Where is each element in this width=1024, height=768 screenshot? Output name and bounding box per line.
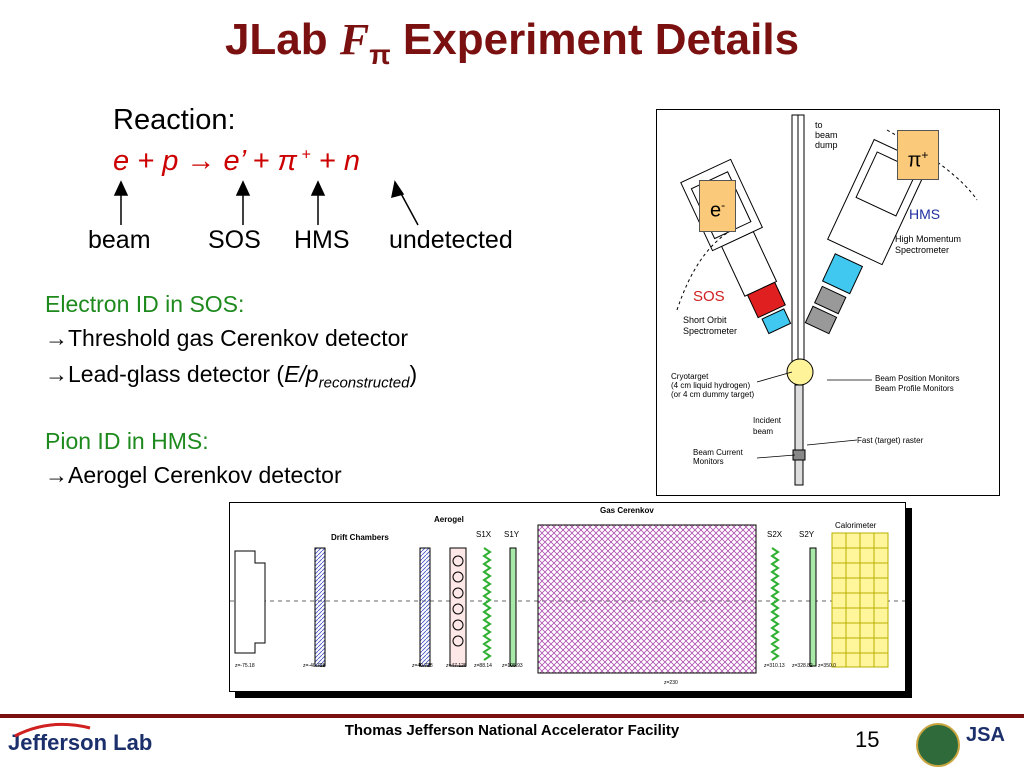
z-label: z=-75.18 [235,663,255,669]
z-label: z=328.82 [792,663,813,669]
sos-label: SOS [693,288,725,305]
label-undetected: undetected [389,226,513,254]
jsa-logo: JSA [966,724,1005,746]
pi-subscript: π [369,38,391,70]
z-label: z=310.13 [764,663,785,669]
doe-seal-icon [916,723,960,767]
electron-id-heading: Electron ID in SOS: [45,291,245,317]
s1x-label: S1X [476,530,492,539]
pion-id-heading: Pion ID in HMS: [45,428,209,454]
label-beam: beam [88,226,151,254]
electron-id-item-1: →Threshold gas Cerenkov detector [45,325,409,351]
hms-label: HMS [909,206,941,222]
z-label: z=40.728 [412,663,433,669]
s2y-label: S2Y [799,530,815,539]
detector-drawing [230,524,905,674]
page-title: JLab Fπ Experiment Details [224,15,800,70]
z-label: z=105.93 [502,663,523,669]
aerogel-label: Aerogel [434,515,464,524]
page-number: 15 [855,727,880,752]
label-sos: SOS [208,226,261,254]
footer-facility: Thomas Jefferson National Accelerator Fa… [344,722,680,739]
detector-stack-diagram: Gas Cerenkov Aerogel Drift Chambers S1X … [229,502,906,692]
z-label: z=88.14 [474,663,492,669]
cryotarget-label: Cryotarget(4 cm liquid hydrogen)(or 4 cm… [671,372,755,399]
footer-divider [0,714,1024,718]
z-label: z=230 [664,680,678,686]
z-label: z=350.0 [818,663,836,669]
logo-swoosh-icon [14,722,91,738]
jefferson-lab-logo: Jefferson Lab [8,730,153,755]
label-hms: HMS [294,226,350,254]
reaction-arrows [113,180,419,226]
s2x-label: S2X [767,530,783,539]
electron-tag: e- [699,180,736,232]
reaction-heading: Reaction: [113,104,236,136]
calorimeter-label: Calorimeter [835,521,877,530]
s1y-label: S1Y [504,530,520,539]
gas-cerenkov-label: Gas Cerenkov [600,506,654,515]
drift-chambers-label: Drift Chambers [331,533,389,542]
raster-label: Fast (target) raster [857,436,924,445]
reaction-equation: e + p → e’ + π + + n [113,145,360,177]
pion-id-item-1: →Aerogel Cerenkov detector [45,462,342,488]
pion-tag: π+ [897,130,939,180]
z-label: z=-40.728 [303,663,326,669]
z-label: z=47.128 [446,663,467,669]
electron-id-item-2: →Lead-glass detector (E/preconstructed) [45,361,418,392]
